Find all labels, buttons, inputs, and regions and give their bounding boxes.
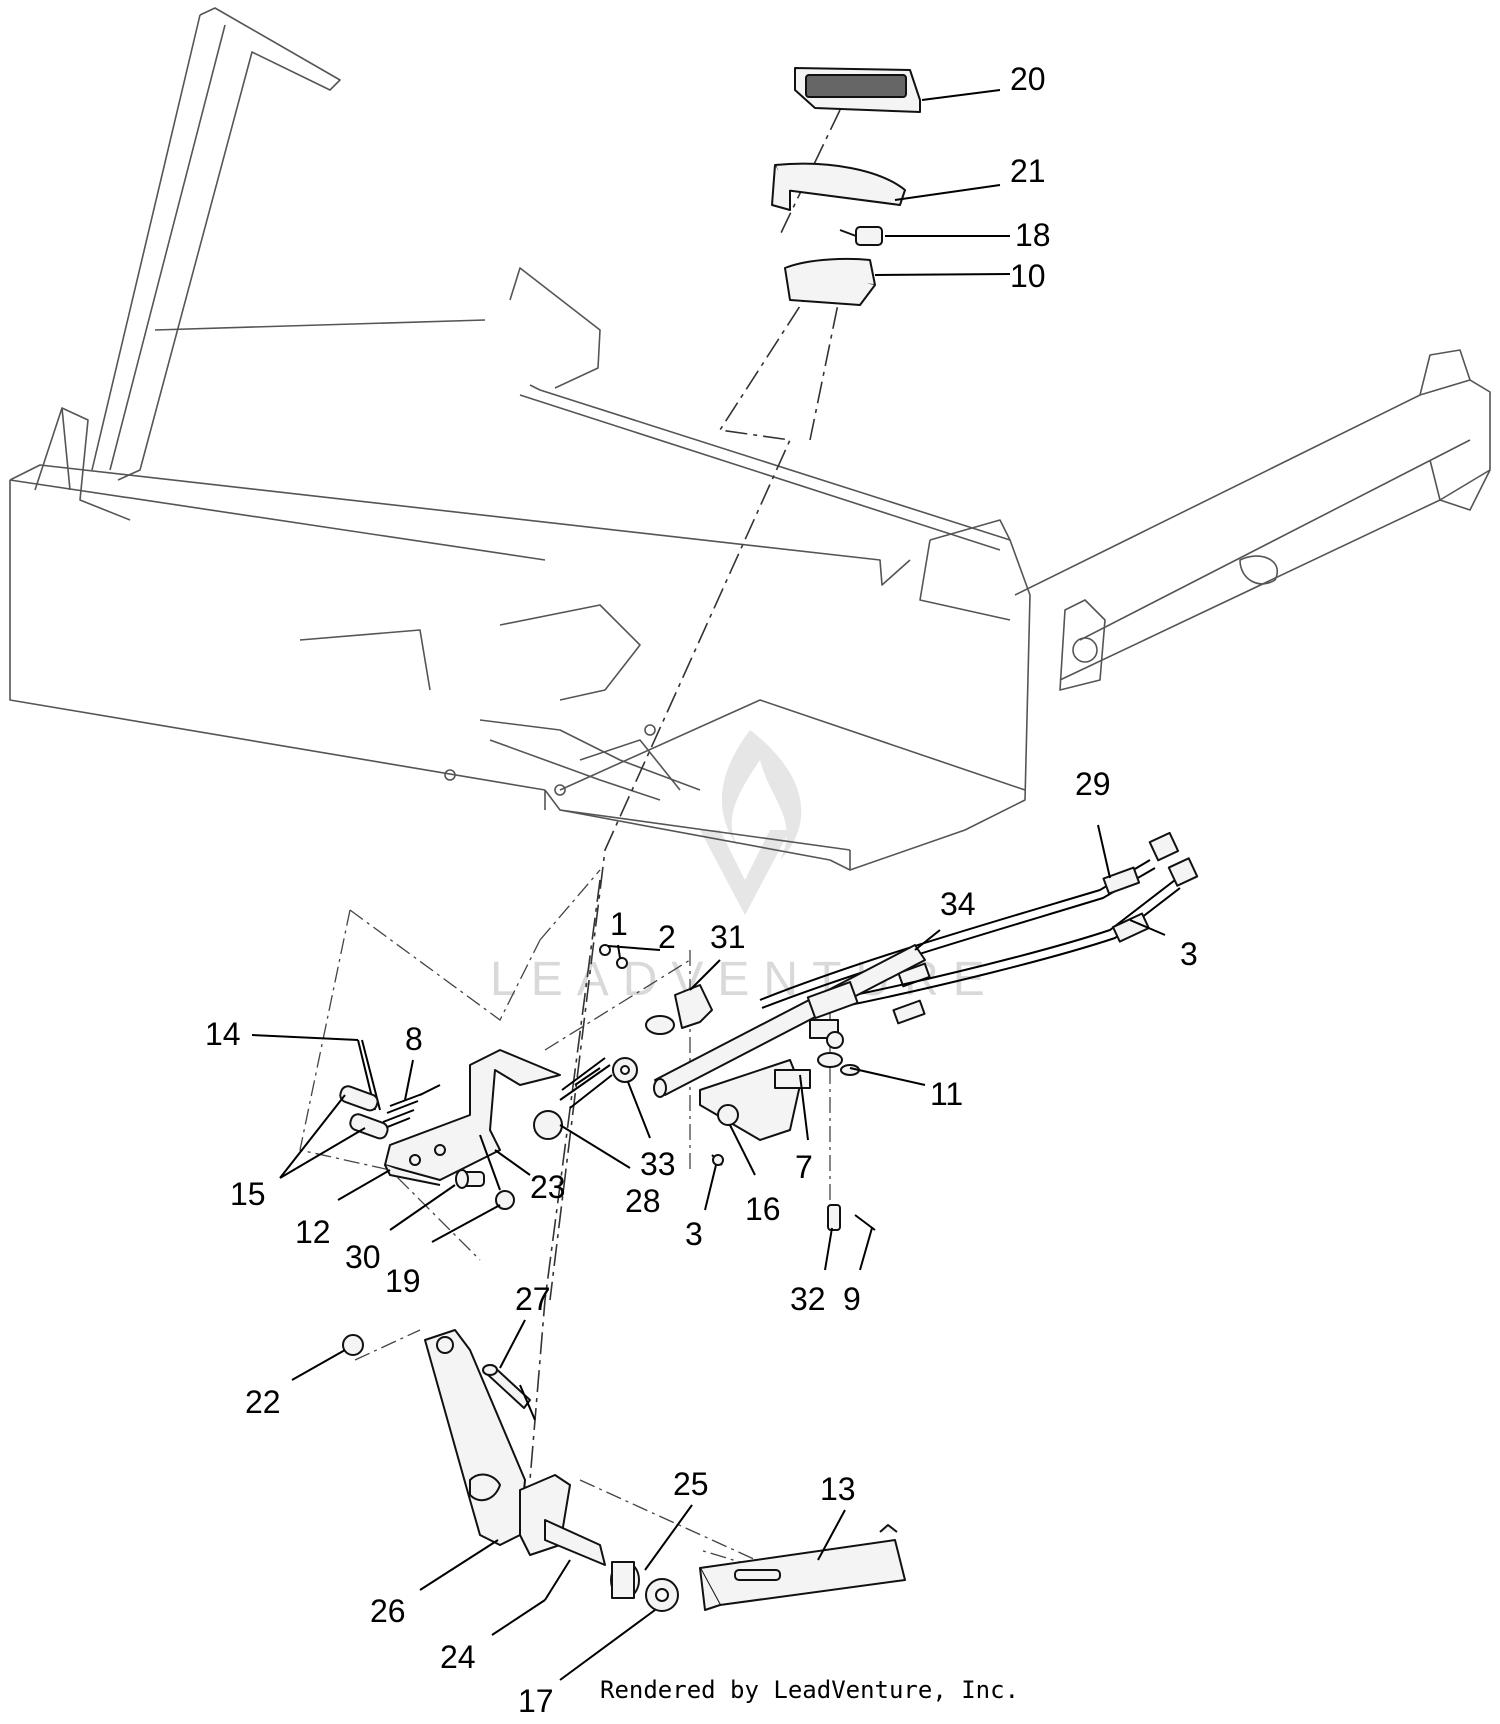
nut-19 [495, 1190, 515, 1210]
pin-9 [854, 1214, 876, 1231]
callout-21: 21 [1010, 153, 1046, 189]
callout-19: 19 [385, 1263, 421, 1299]
pedal-arm-12 [384, 1049, 561, 1186]
callout-12: 12 [295, 1214, 331, 1250]
callout-29: 29 [1075, 766, 1111, 802]
callout-9: 9 [843, 1281, 861, 1317]
callout-6: 3 [1180, 936, 1198, 972]
callout-8: 8 [405, 1021, 423, 1057]
callout-25: 25 [673, 1466, 709, 1502]
callout-18: 18 [1015, 217, 1051, 253]
callout-31: 31 [710, 919, 746, 955]
pin-32 [827, 1204, 841, 1231]
callout-22: 22 [245, 1384, 281, 1420]
callout-14: 14 [205, 1016, 241, 1052]
callouts: 20 21 18 10 29 34 3 1 2 31 14 8 11 7 15 [205, 61, 1198, 1719]
spacer-25 [610, 1561, 640, 1599]
callout-32: 32 [790, 1281, 826, 1317]
pin-27 [482, 1364, 536, 1421]
callout-20: 20 [1010, 61, 1046, 97]
pedal-cover-21 [771, 162, 906, 211]
callout-13: 13 [820, 1471, 856, 1507]
bolt-23 [479, 1134, 501, 1191]
washer-17 [645, 1578, 679, 1612]
callout-7: 7 [795, 1149, 813, 1185]
pins-15 [339, 1085, 389, 1140]
arm-26 [424, 1329, 606, 1566]
spring-28 [533, 1057, 613, 1140]
pedal-pad-20 [794, 67, 921, 113]
washer-11 [817, 1052, 860, 1076]
callout-3: 3 [685, 1216, 703, 1252]
bolt-30 [455, 1169, 485, 1189]
callout-27: 27 [515, 1281, 551, 1317]
callout-11: 11 [930, 1076, 963, 1112]
callout-23: 23 [530, 1169, 566, 1205]
nut-22 [342, 1334, 364, 1356]
callout-17: 17 [518, 1683, 554, 1719]
callout-24: 24 [440, 1639, 476, 1675]
callout-28: 28 [625, 1183, 661, 1219]
pedal-pad-10 [784, 257, 876, 306]
callout-1: 1 [610, 906, 628, 942]
callout-34: 34 [940, 886, 976, 922]
frame-chassis [9, 7, 1491, 871]
pin-24 [544, 1559, 571, 1601]
callout-26: 26 [370, 1593, 406, 1629]
washer-33 [612, 1057, 638, 1083]
callout-33: 33 [640, 1146, 676, 1182]
callout-15: 15 [230, 1176, 266, 1212]
spring-8 [379, 1084, 441, 1131]
screw-3 [711, 1154, 724, 1166]
render-credit: Rendered by LeadVenture, Inc. [600, 1676, 1020, 1704]
cable-29 [759, 831, 1180, 1009]
cable-6 [829, 857, 1199, 1025]
callout-2: 2 [658, 919, 676, 955]
link-13 [699, 1524, 906, 1611]
switch-31 [599, 944, 713, 1035]
callout-16: 16 [745, 1191, 781, 1227]
callout-10: 10 [1010, 258, 1046, 294]
bolt-18 [839, 226, 883, 246]
callout-30: 30 [345, 1239, 381, 1275]
